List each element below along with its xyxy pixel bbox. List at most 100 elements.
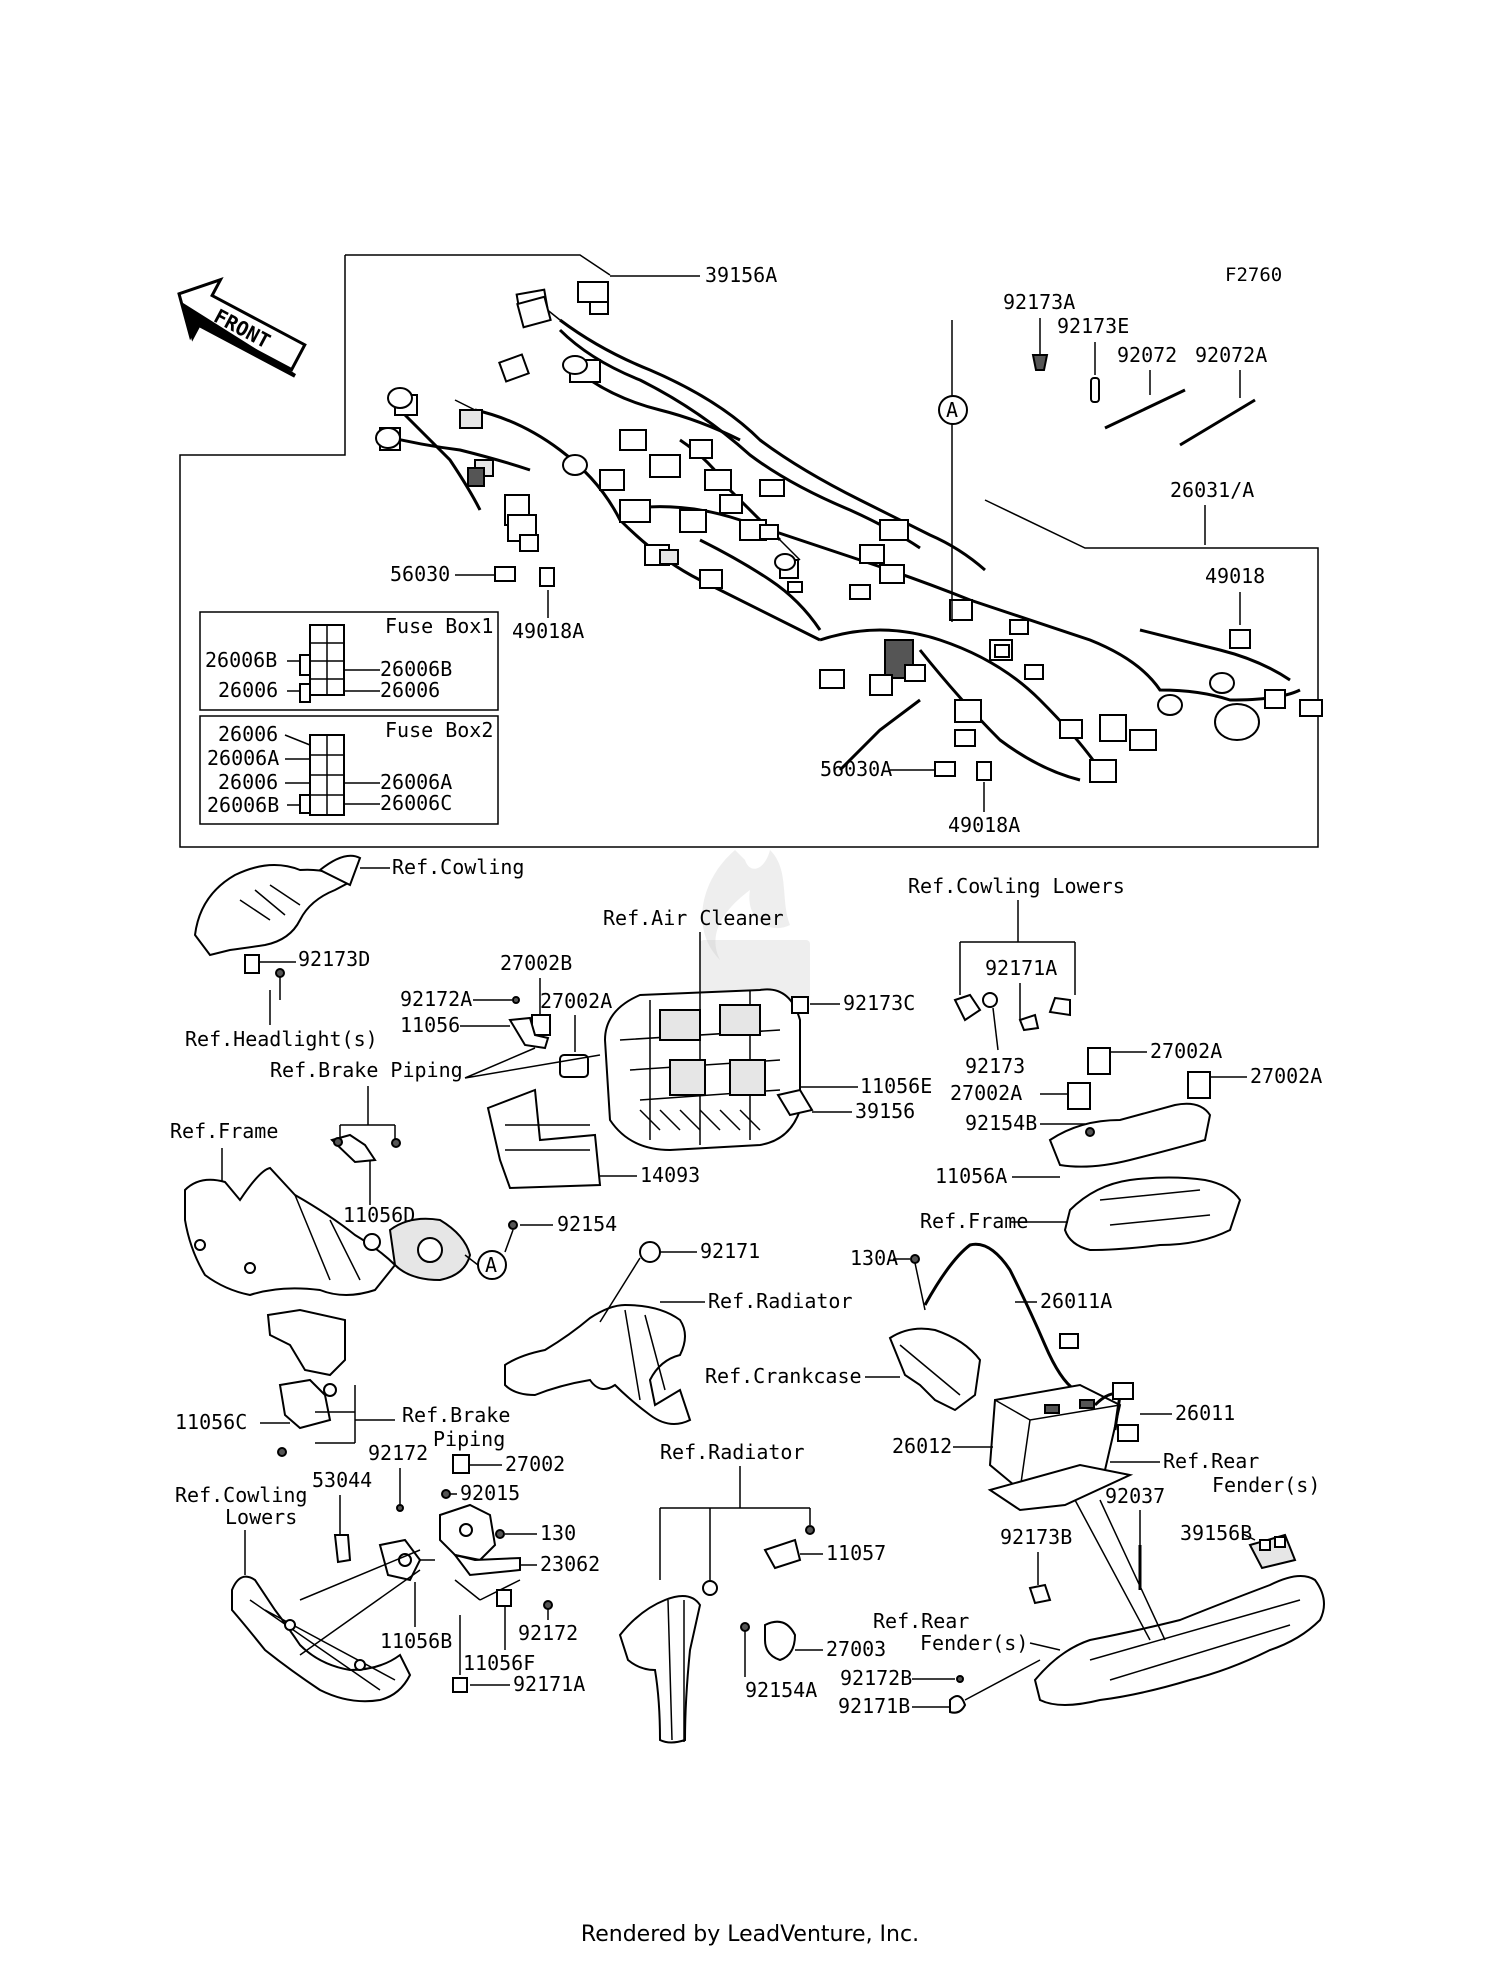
watermark-logo <box>700 850 810 1000</box>
label-53044: 53044 <box>312 1468 372 1492</box>
label-92072: 92072 <box>1117 343 1177 367</box>
bracket-11056C <box>266 1308 346 1457</box>
fuse-box-1-right-label-1: 26006B <box>380 657 452 681</box>
fuse-box-1-right-label-2: 26006 <box>380 678 440 702</box>
label-92072A: 92072A <box>1195 343 1267 367</box>
label-27002: 27002 <box>505 1452 565 1476</box>
label-92037: 92037 <box>1105 1484 1165 1508</box>
label-92015: 92015 <box>460 1481 520 1505</box>
label-92172-1: 92172 <box>368 1441 428 1465</box>
label-92171A-2: 92171A <box>985 956 1057 980</box>
ref-radiator-2: Ref.Radiator <box>660 1440 805 1464</box>
fuse-box-1-left-label-2: 26006 <box>218 678 278 702</box>
label-27002A-3: 27002A <box>950 1081 1022 1105</box>
ref-frame-2: Ref.Frame <box>920 1209 1028 1233</box>
fuse-box-2: Fuse Box2 26006 26006A 26006 26006B 2600… <box>199 715 499 825</box>
callout-a-harness: A <box>938 395 968 425</box>
label-92154B: 92154B <box>965 1111 1037 1135</box>
label-11056B: 11056B <box>380 1629 452 1653</box>
callout-a-lower-letter: A <box>485 1253 497 1277</box>
label-49018A-2: 49018A <box>948 813 1020 837</box>
label-11056C: 11056C <box>175 1410 247 1434</box>
ref-radiator-1: Ref.Radiator <box>708 1289 853 1313</box>
label-39156: 39156 <box>855 1099 915 1123</box>
harness-part-labels: 39156A 92173A 92173E 92072 92072A 26031/… <box>390 263 1267 837</box>
label-92171: 92171 <box>700 1239 760 1263</box>
label-27002A-2: 27002A <box>1150 1039 1222 1063</box>
label-11056: 11056 <box>400 1013 460 1037</box>
fuse-box-2-left-label-4: 26006B <box>207 793 279 817</box>
label-92171B: 92171B <box>838 1694 910 1718</box>
fuse-box-2-right-label-2: 26006C <box>380 791 452 815</box>
label-26012: 26012 <box>892 1434 952 1458</box>
label-56030A: 56030A <box>820 757 892 781</box>
fuse-box-2-left-label-3: 26006 <box>218 770 278 794</box>
label-26011: 26011 <box>1175 1401 1235 1425</box>
cowling-bracket <box>193 854 390 978</box>
label-92173B: 92173B <box>1000 1525 1072 1549</box>
ref-cowling-lowers-2: Ref.Cowling Lowers <box>908 874 1125 898</box>
label-39156B: 39156B <box>1180 1521 1252 1545</box>
fuse-box-2-title: Fuse Box2 <box>385 718 493 742</box>
ref-rear-fender-1-line2: Fender(s) <box>1212 1473 1320 1497</box>
footer-credit: Rendered by LeadVenture, Inc. <box>580 1922 920 1947</box>
label-11056F: 11056F <box>463 1651 535 1675</box>
label-92173A: 92173A <box>1003 290 1075 314</box>
harness-frame <box>179 254 1319 848</box>
fuse-box-2-left-label-2: 26006A <box>207 746 279 770</box>
fuse-box-1: Fuse Box1 26006B 26006 26006B 26006 <box>199 611 499 711</box>
crankcase-cover <box>888 1327 982 1412</box>
cowling-lowers-left <box>231 1575 412 1703</box>
connector-39156A <box>577 281 609 303</box>
ref-cowling-lowers-1-line1: Ref.Cowling <box>175 1483 307 1507</box>
ref-brake-piping-1: Ref.Brake Piping <box>270 1058 463 1082</box>
fuse-box-1-title: Fuse Box1 <box>385 614 493 638</box>
label-49018A-1: 49018A <box>512 619 584 643</box>
label-92173C: 92173C <box>843 991 915 1015</box>
label-92173: 92173 <box>965 1054 1025 1078</box>
label-11057: 11057 <box>826 1541 886 1565</box>
frame-left <box>184 1166 472 1297</box>
label-130A: 130A <box>850 1246 898 1270</box>
ref-rear-fender-2-line1: Ref.Rear <box>873 1609 969 1633</box>
air-cleaner-assembly <box>603 988 801 1152</box>
ref-brake-piping-2-line2: Piping <box>433 1427 505 1451</box>
fuse-box-2-left-label-1: 26006 <box>218 722 278 746</box>
label-27002B: 27002B <box>500 951 572 975</box>
ref-headlight: Ref.Headlight(s) <box>185 1027 378 1051</box>
label-130: 130 <box>540 1521 576 1545</box>
label-92172B: 92172B <box>840 1666 912 1690</box>
label-49018: 49018 <box>1205 564 1265 588</box>
label-92172A: 92172A <box>400 987 472 1011</box>
label-14093: 14093 <box>640 1163 700 1187</box>
front-arrow-icon: FRONT <box>177 277 307 378</box>
ref-brake-piping-2-line1: Ref.Brake <box>402 1403 510 1427</box>
callout-a-harness-letter: A <box>946 398 958 422</box>
ref-air-cleaner: Ref.Air Cleaner <box>603 906 784 930</box>
label-92172-2: 92172 <box>518 1621 578 1645</box>
ref-cowling-lowers-1-line2: Lowers <box>225 1505 297 1529</box>
label-92154A: 92154A <box>745 1678 817 1702</box>
seat-frame-right <box>1048 1047 1242 1252</box>
bracket-23062 <box>439 1503 521 1577</box>
callout-a-lower: A <box>464 1229 514 1280</box>
label-27002A-1: 27002A <box>540 989 612 1013</box>
harness-connectors <box>375 281 1323 783</box>
label-23062: 23062 <box>540 1552 600 1576</box>
fuse-box-2-right-label-1: 26006A <box>380 770 452 794</box>
label-11056D: 11056D <box>343 1203 415 1227</box>
label-92171A-1: 92171A <box>513 1672 585 1696</box>
fuse-box-1-left-label-1: 26006B <box>205 648 277 672</box>
label-56030: 56030 <box>390 562 450 586</box>
label-27002A-4: 27002A <box>1250 1064 1322 1088</box>
ref-crankcase: Ref.Crankcase <box>705 1364 862 1388</box>
label-27003: 27003 <box>826 1637 886 1661</box>
ref-cowling: Ref.Cowling <box>392 855 524 879</box>
plate-14093 <box>486 1088 602 1190</box>
ref-rear-fender-1-line1: Ref.Rear <box>1163 1449 1259 1473</box>
ref-rear-fender-2-line2: Fender(s) <box>920 1631 1028 1655</box>
label-92154: 92154 <box>557 1212 617 1236</box>
rear-fender <box>1033 1533 1325 1706</box>
label-11056A: 11056A <box>935 1164 1007 1188</box>
